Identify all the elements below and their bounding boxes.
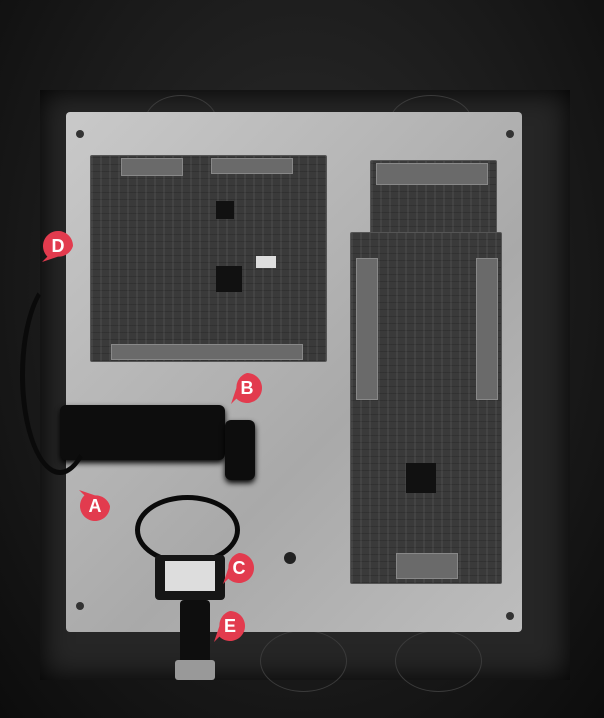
terminal-block	[111, 344, 303, 360]
psu-label	[165, 561, 215, 591]
ic-chip	[406, 463, 436, 493]
callout-label: D	[51, 236, 65, 256]
callout-label: A	[88, 496, 102, 516]
network-jacks	[396, 553, 458, 579]
knockout	[395, 630, 482, 692]
ic-chip	[216, 201, 234, 219]
terminal-block	[211, 158, 293, 174]
controller-board	[90, 155, 327, 362]
cable-loop	[20, 275, 100, 475]
callout-label: B	[240, 378, 254, 398]
callout-c: C	[221, 550, 257, 586]
terminal-block	[356, 258, 378, 400]
terminal-block	[376, 163, 488, 185]
mount-hole	[506, 612, 514, 620]
mount-hole	[76, 130, 84, 138]
callout-label: C	[232, 558, 246, 578]
cable-gland	[175, 660, 215, 680]
callout-b: B	[229, 370, 265, 406]
terminal-block	[121, 158, 183, 176]
mount-hole	[284, 552, 296, 564]
callout-a: A	[77, 488, 113, 524]
knockout	[260, 630, 347, 692]
callout-label: E	[223, 616, 236, 636]
callout-d: D	[40, 228, 76, 264]
expansion-board-main	[350, 232, 502, 584]
power-supply	[155, 555, 225, 600]
power-plug	[225, 420, 255, 480]
sticker	[256, 256, 276, 268]
mount-hole	[76, 602, 84, 610]
expansion-board-top	[370, 160, 497, 242]
ic-chip	[216, 266, 242, 292]
terminal-block	[476, 258, 498, 400]
mount-hole	[506, 130, 514, 138]
callout-e: E	[212, 608, 248, 644]
